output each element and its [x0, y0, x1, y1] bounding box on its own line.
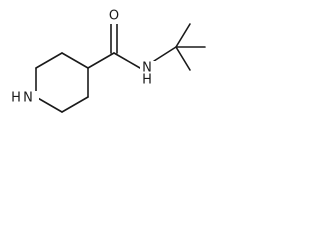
ring-bond-c6-c5 [61, 96, 89, 113]
bond-carbonyl-c-amide-n [113, 52, 141, 69]
ring-nitrogen-label: N [23, 91, 33, 106]
bond-quaternary-c-methyl-lower [175, 46, 191, 71]
ring-bond-n1-c6 [35, 96, 63, 113]
ring-nitrogen-hydrogen-label: H [11, 91, 21, 106]
ring-bond-c4-c3 [61, 52, 89, 69]
oxygen-atom-label: O [109, 9, 119, 24]
structure-canvas: O N H H N [0, 0, 229, 134]
bond-quaternary-c-methyl-top [175, 23, 191, 48]
amide-hydrogen-label: H [142, 73, 152, 88]
ring-nitrogen-label-mask [3, 91, 39, 106]
bond-c4-carbonyl-c [87, 52, 115, 69]
molecule-diagram: O N H H N [3, 9, 206, 113]
amide-nitrogen-label-mask [140, 61, 158, 86]
oxygen-label-mask [107, 9, 121, 24]
bond-amide-n-quaternary-c [153, 46, 177, 62]
amide-nitrogen-label: N [142, 61, 152, 76]
ring-bond-c3-c2 [35, 52, 63, 69]
